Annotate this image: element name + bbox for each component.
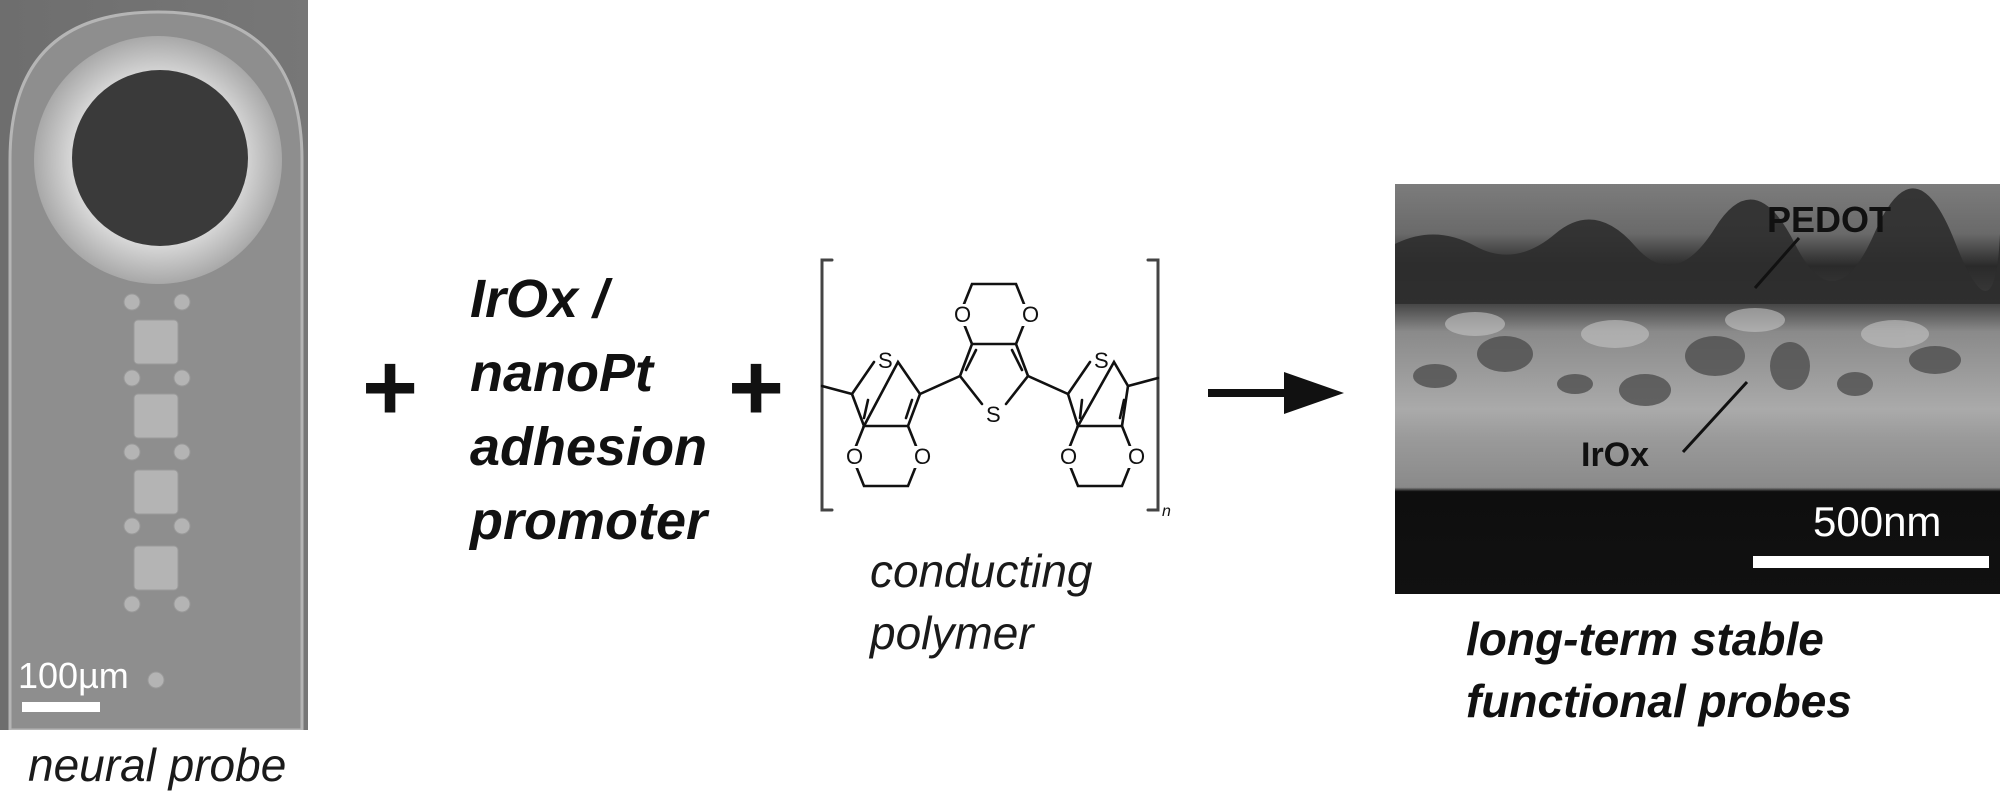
plus-sign-2: + xyxy=(728,334,785,441)
sem-scale-label: 500nm xyxy=(1813,498,1941,545)
result-caption-line-1: long-term stable xyxy=(1466,613,1824,665)
right-arrow-icon xyxy=(1206,366,1346,420)
adhesion-line-2: nanoPt xyxy=(470,343,653,403)
repeat-subscript: n xyxy=(1162,503,1171,520)
sem-scale-bar xyxy=(1753,556,1989,568)
sulfur-label-left: S xyxy=(878,348,893,373)
adhesion-line-1: IrOx / xyxy=(470,269,609,329)
result-caption-line-2: functional probes xyxy=(1466,675,1852,727)
plus-sign-1: + xyxy=(362,334,419,441)
result-caption: long-term stable functional probes xyxy=(1466,608,1852,732)
neural-probe-caption: neural probe xyxy=(28,739,287,791)
oxygen-label-1: O xyxy=(846,444,863,469)
adhesion-line-4: promoter xyxy=(470,491,708,551)
ring-electrode-hole xyxy=(72,70,248,246)
cross-section-sem-image: PEDOT IrOx 500nm xyxy=(1395,184,2000,594)
pedot-structure: S S S O O O O O O n xyxy=(808,250,1178,520)
polymer-caption-line-2: polymer xyxy=(870,607,1034,659)
irox-pores xyxy=(1413,336,1961,406)
sulfur-label-right: S xyxy=(1094,348,1109,373)
pedot-structure-svg: S S S O O O O O O n xyxy=(820,258,1171,520)
probe-scale-label: 100µm xyxy=(18,655,129,696)
pedot-layer-label: PEDOT xyxy=(1767,199,1891,240)
neural-probe-svg: 100µm xyxy=(0,0,308,732)
conducting-polymer-caption: conducting polymer xyxy=(870,540,1093,664)
cross-section-sem-svg: PEDOT IrOx 500nm xyxy=(1395,184,2000,594)
polymer-caption-line-1: conducting xyxy=(870,545,1093,597)
adhesion-line-3: adhesion xyxy=(470,417,708,477)
oxygen-label-5: O xyxy=(1060,444,1077,469)
oxygen-label-2: O xyxy=(914,444,931,469)
probe-scale-bar xyxy=(22,702,100,712)
oxygen-label-3: O xyxy=(954,302,971,327)
sulfur-label-center: S xyxy=(986,402,1001,427)
adhesion-promoter-label: IrOx / nanoPt adhesion promoter xyxy=(470,262,707,558)
electrode-array xyxy=(123,293,191,689)
atom-labels: S S S O O O O O O n xyxy=(844,302,1171,520)
irox-layer-label: IrOx xyxy=(1581,436,1649,474)
neural-probe-image: 100µm xyxy=(0,0,308,732)
oxygen-label-4: O xyxy=(1022,302,1039,327)
oxygen-label-6: O xyxy=(1128,444,1145,469)
